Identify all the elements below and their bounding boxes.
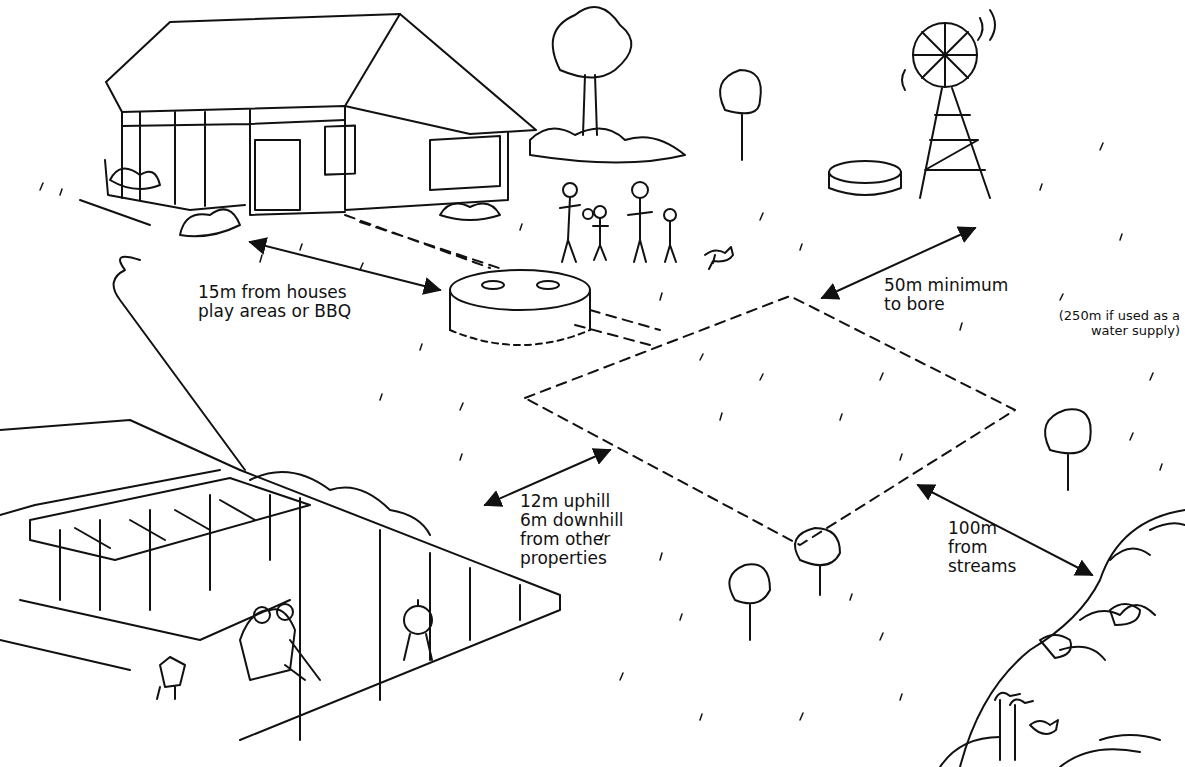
neighbour-property bbox=[0, 257, 560, 740]
disposal-area bbox=[345, 215, 1015, 545]
distance-footnote: (250m if used as a water supply) bbox=[1030, 308, 1180, 338]
house bbox=[80, 14, 536, 236]
grass-marks bbox=[40, 143, 1162, 720]
windmill bbox=[829, 10, 995, 198]
distance-note: 15m from houses play areas or BBQ bbox=[198, 283, 376, 321]
trees bbox=[530, 7, 1091, 640]
family bbox=[560, 182, 733, 269]
stream bbox=[940, 510, 1185, 767]
distance-note: 12m uphill 6m downhill from other proper… bbox=[520, 492, 638, 568]
septic-tank bbox=[450, 270, 590, 345]
distance-note: 100m from streams bbox=[948, 519, 1030, 576]
distance-note: 50m minimum to bore bbox=[884, 276, 1012, 314]
distance-arrows bbox=[250, 228, 1092, 575]
